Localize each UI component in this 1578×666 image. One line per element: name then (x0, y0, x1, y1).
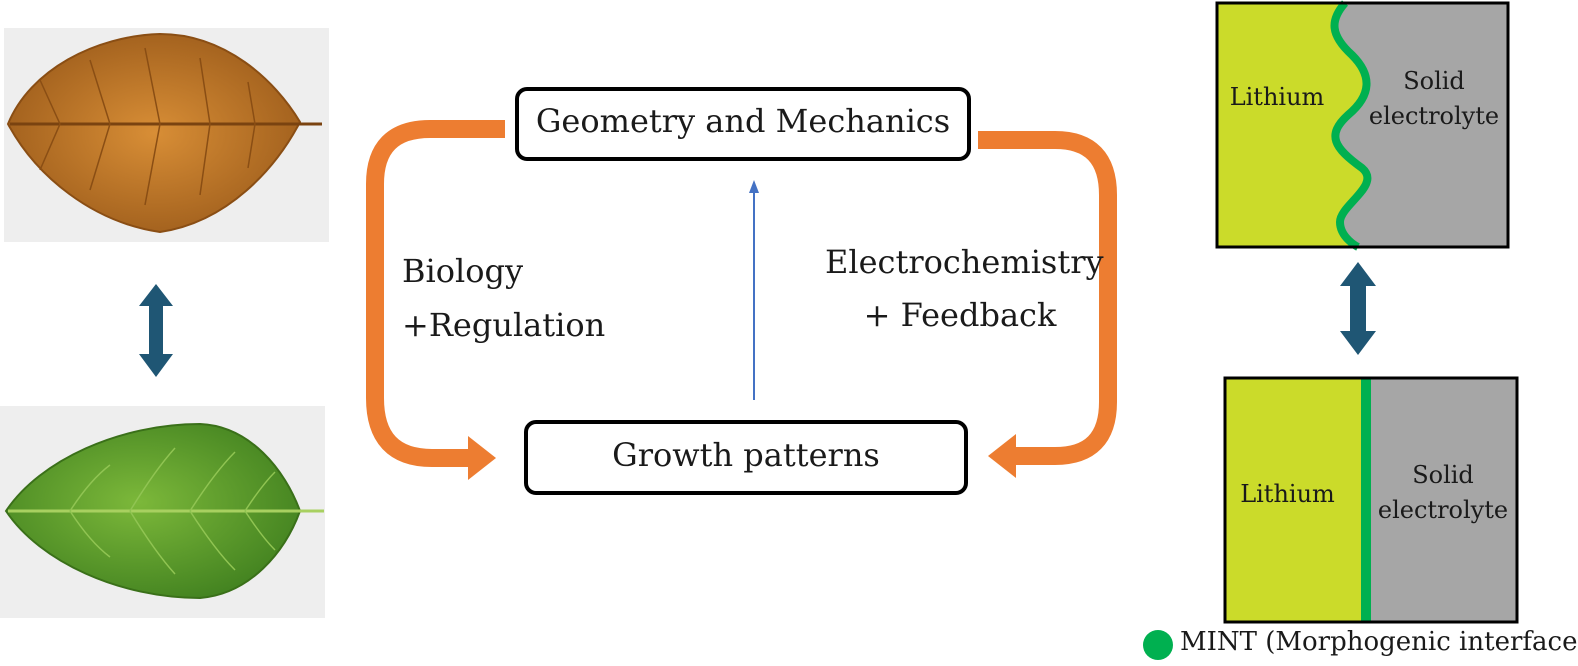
growth-patterns-label: Growth patterns (612, 436, 880, 474)
geometry-mechanics-box (515, 87, 971, 161)
lithium-label-flat: Lithium (1240, 480, 1335, 508)
left-orange-arrow (366, 120, 505, 480)
electrolyte-label-rough-line2: electrolyte (1368, 102, 1500, 130)
electrolyte-label-rough-line1: Solid (1403, 67, 1465, 95)
lithium-label-rough: Lithium (1229, 83, 1325, 111)
electrolyte-label-flat-line1: Solid (1412, 461, 1474, 489)
battery-panel-flat (1223, 376, 1519, 624)
legend-label: MINT (Morphogenic interface) (1180, 627, 1578, 657)
biology-label: Biology (402, 252, 524, 290)
dry-leaf-image (4, 28, 329, 242)
right-double-arrow (1340, 262, 1376, 355)
electrolyte-label-flat-line2: electrolyte (1377, 496, 1509, 524)
legend-dot (1143, 630, 1173, 660)
flat-interface-line (1361, 378, 1371, 622)
feedback-label: + Feedback (863, 296, 1057, 334)
left-double-arrow (139, 284, 173, 377)
rough-interface-line (1330, 0, 1372, 251)
battery-panel-rough (1215, 0, 1510, 251)
geometry-mechanics-label: Geometry and Mechanics (535, 102, 951, 140)
green-leaf-image (0, 406, 325, 618)
right-orange-arrow (978, 131, 1117, 478)
blue-up-arrow (749, 180, 759, 400)
electrochemistry-label: Electrochemistry (825, 243, 1104, 281)
growth-patterns-box (524, 420, 968, 495)
regulation-label: +Regulation (402, 306, 606, 344)
